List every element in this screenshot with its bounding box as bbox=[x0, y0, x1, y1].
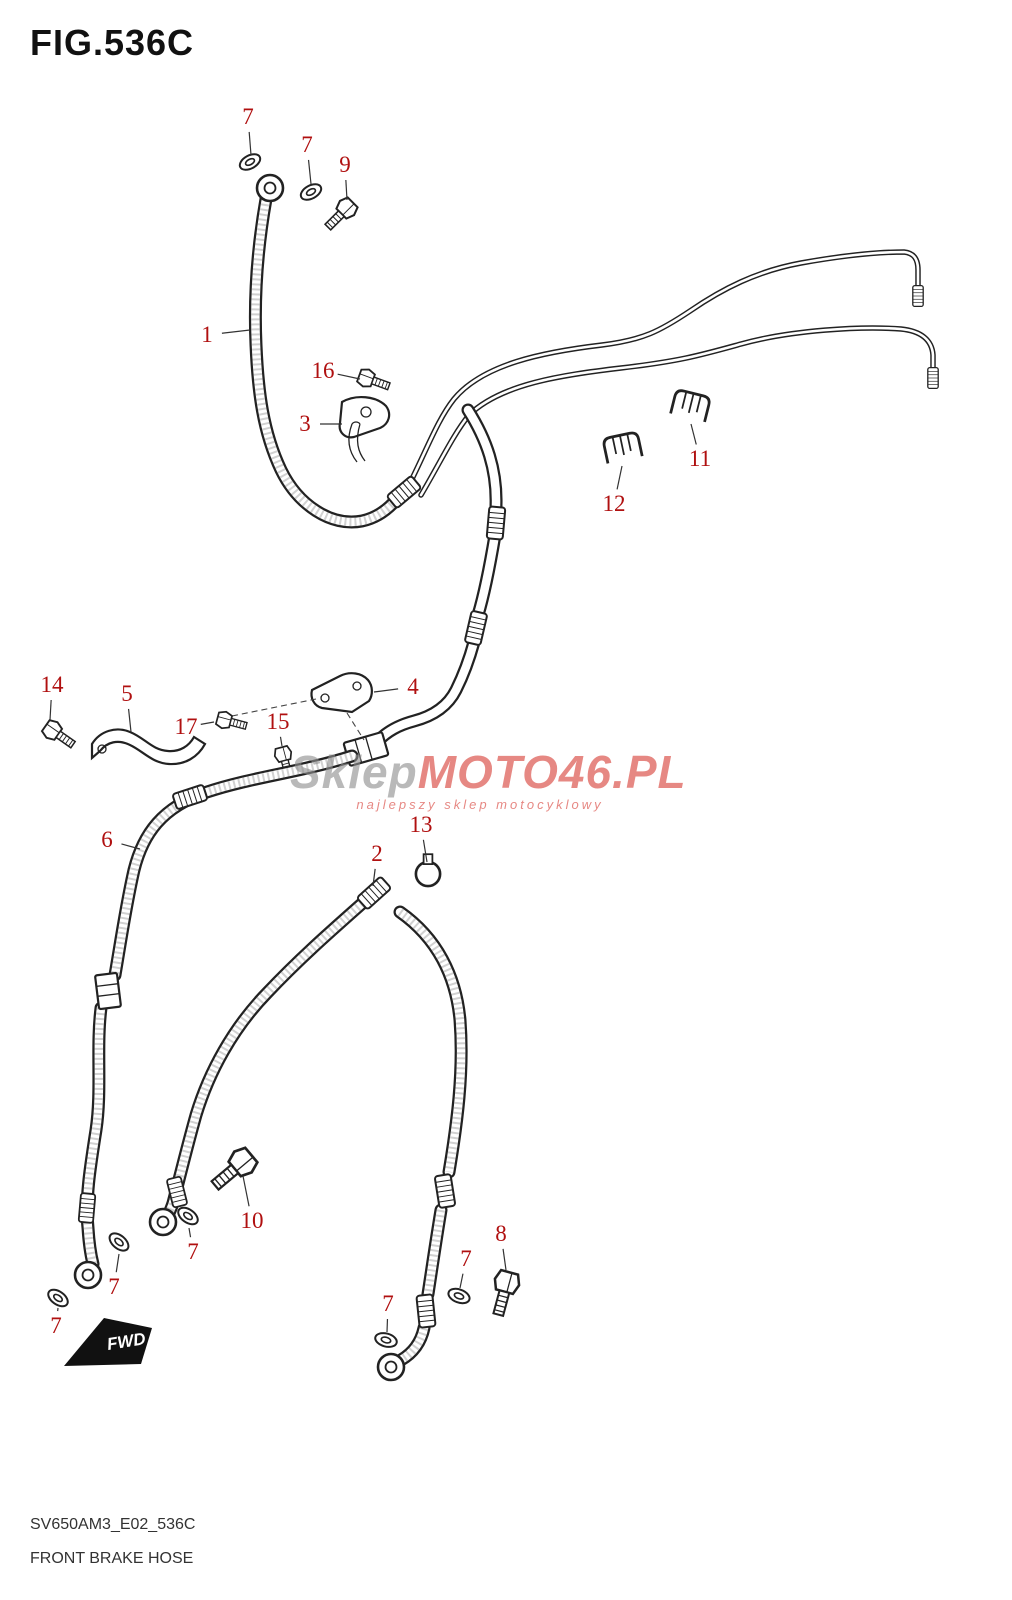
banjo-bolt-9 bbox=[319, 194, 361, 236]
callout-leader-line bbox=[49, 699, 52, 721]
bolt-16 bbox=[355, 366, 393, 396]
washer-7 bbox=[236, 150, 264, 174]
callout-7: 7 bbox=[460, 1246, 472, 1271]
callout-11: 11 bbox=[689, 446, 711, 471]
callout-3: 3 bbox=[299, 411, 311, 436]
bracket-4 bbox=[231, 672, 373, 741]
hose-crimp-fitting bbox=[415, 1293, 437, 1329]
hose-crimp-fitting bbox=[77, 1192, 97, 1224]
callout-7: 7 bbox=[187, 1239, 199, 1264]
hose-crimp-fitting bbox=[485, 505, 507, 541]
footer-part-code: SV650AM3_E02_536C bbox=[30, 1516, 196, 1533]
washer-7 bbox=[445, 1285, 473, 1307]
bracket-5 bbox=[90, 728, 207, 766]
washer-7 bbox=[174, 1203, 202, 1229]
callout-1: 1 bbox=[201, 322, 213, 347]
callout-15: 15 bbox=[267, 709, 290, 734]
footer: SV650AM3_E02_536C FRONT BRAKE HOSE bbox=[30, 1508, 195, 1575]
pipe-end-fitting bbox=[912, 284, 924, 308]
callout-9: 9 bbox=[339, 152, 351, 177]
washer-7 bbox=[372, 1329, 400, 1351]
figure-title: FIG.536C bbox=[30, 22, 195, 63]
callout-leader-line bbox=[345, 179, 348, 201]
hose-crimp-fitting bbox=[385, 474, 423, 510]
callout-leader-line bbox=[188, 1227, 192, 1238]
callout-8: 8 bbox=[495, 1221, 507, 1246]
hose-union-block bbox=[94, 971, 122, 1011]
callout-leader-line bbox=[115, 1253, 120, 1273]
callout-leader-line bbox=[690, 423, 697, 445]
hose-1 bbox=[255, 173, 423, 522]
callout-leader-line bbox=[200, 721, 215, 725]
callout-2: 2 bbox=[371, 841, 383, 866]
callout-leader-line bbox=[502, 1248, 507, 1271]
washer-7 bbox=[44, 1285, 72, 1311]
callout-17: 17 bbox=[175, 714, 198, 739]
bolt-14 bbox=[39, 716, 80, 754]
callout-14: 14 bbox=[41, 672, 65, 697]
callout-leader-line bbox=[221, 329, 251, 334]
hose-crimp-fitting bbox=[463, 609, 489, 647]
callout-5: 5 bbox=[121, 681, 133, 706]
callout-leader-line bbox=[121, 843, 141, 850]
footer-figure-name: FRONT BRAKE HOSE bbox=[30, 1549, 194, 1567]
callout-4: 4 bbox=[407, 674, 419, 699]
callout-leader-line bbox=[422, 839, 428, 863]
banjo-bolt-10 bbox=[205, 1143, 262, 1198]
callout-leader-line bbox=[279, 736, 283, 747]
hose-crimp-fitting bbox=[171, 783, 209, 811]
bracket-3 bbox=[338, 396, 391, 463]
washer-7 bbox=[297, 180, 325, 204]
callout-16: 16 bbox=[312, 358, 335, 383]
banjo-eye bbox=[148, 1207, 178, 1237]
callout-10: 10 bbox=[241, 1208, 264, 1233]
callout-7: 7 bbox=[50, 1313, 62, 1338]
banjo-eye bbox=[255, 173, 285, 203]
callout-leader-line bbox=[127, 708, 132, 733]
pipe-clip-12 bbox=[601, 430, 644, 465]
pipe-clip-11 bbox=[669, 387, 712, 424]
hose-6 bbox=[73, 756, 352, 1290]
fwd-arrow: FWD bbox=[64, 1318, 152, 1366]
pipe-end-fitting bbox=[927, 366, 939, 390]
banjo-eye bbox=[73, 1260, 103, 1290]
callout-leader-line bbox=[459, 1273, 464, 1289]
callout-leader-line bbox=[337, 373, 361, 380]
banjo-eye bbox=[376, 1352, 406, 1382]
callout-12: 12 bbox=[603, 491, 626, 516]
hose-crimp-fitting bbox=[433, 1172, 457, 1210]
hose-clamp-13 bbox=[414, 852, 442, 888]
callout-leader-line bbox=[616, 465, 623, 490]
callout-leader-line bbox=[372, 868, 376, 887]
callout-leader-line bbox=[242, 1175, 250, 1207]
callout-leader-line bbox=[248, 131, 252, 156]
callout-7: 7 bbox=[242, 104, 254, 129]
callout-7: 7 bbox=[108, 1274, 120, 1299]
callout-7: 7 bbox=[382, 1291, 394, 1316]
callout-leader-line bbox=[373, 688, 399, 693]
callout-6: 6 bbox=[101, 827, 113, 852]
callout-13: 13 bbox=[410, 812, 433, 837]
callout-leader-line bbox=[307, 159, 312, 185]
callout-7: 7 bbox=[301, 132, 313, 157]
banjo-bolt-8 bbox=[484, 1267, 523, 1320]
washer-7 bbox=[105, 1228, 133, 1256]
hose-2 bbox=[148, 875, 393, 1237]
